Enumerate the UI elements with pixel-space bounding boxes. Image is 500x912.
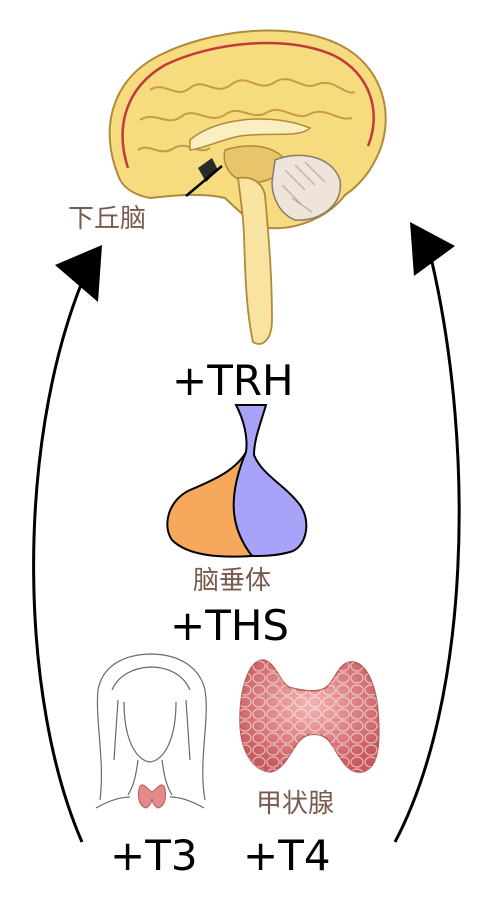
left-feedback-arrow <box>32 245 102 843</box>
t3-label: +T3 <box>110 831 198 880</box>
ths-label: +THS <box>170 601 289 650</box>
t4-label: +T4 <box>243 831 331 880</box>
hypothalamus-label: 下丘脑 <box>68 204 146 234</box>
thyroid-label: 甲状腺 <box>256 789 334 819</box>
trh-label: +TRH <box>172 356 294 405</box>
pituitary-label: 脑垂体 <box>193 566 271 596</box>
head-outline-icon <box>95 653 207 809</box>
right-arrowhead-icon <box>410 222 455 276</box>
small-thyroid-icon <box>137 784 167 809</box>
thyroid-gland-icon <box>239 659 380 773</box>
pituitary-gland-icon <box>166 404 308 558</box>
left-arrowhead-icon <box>55 245 102 302</box>
brain-sagittal-icon <box>108 29 387 345</box>
right-feedback-arrow <box>393 222 461 843</box>
